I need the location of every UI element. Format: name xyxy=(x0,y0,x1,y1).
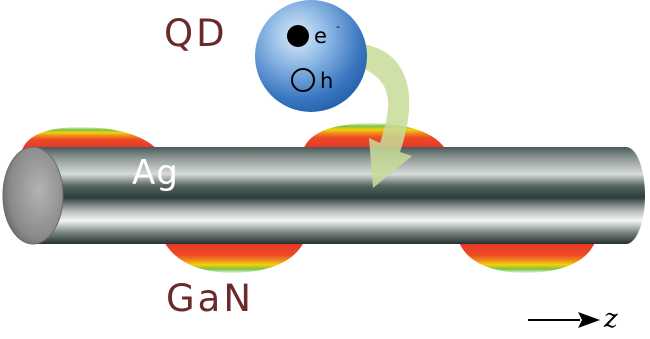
nanowire-end-cap xyxy=(2,146,64,245)
gan-segment-top-left xyxy=(22,127,158,150)
gan-segment-bottom-left xyxy=(163,240,305,273)
hole-icon xyxy=(291,68,315,92)
energy-transfer-arrow xyxy=(362,44,412,188)
label-nanowire: Ag xyxy=(132,153,179,193)
electron-label: e xyxy=(314,24,327,48)
silver-nanowire xyxy=(2,146,645,245)
gan-segment-bottom-right xyxy=(458,240,596,273)
axis-arrow-icon xyxy=(578,312,600,328)
gan-segment-top-right xyxy=(303,123,446,150)
hole-label: h xyxy=(320,69,333,93)
quantum-dot: e - h xyxy=(255,0,367,112)
label-substrate: GaN xyxy=(166,277,254,320)
axis-label: z xyxy=(603,304,618,334)
axis-indicator: z xyxy=(528,304,618,334)
label-quantum-dot: QD xyxy=(164,12,228,55)
nanowire-body xyxy=(33,147,645,244)
quantum-dot-sphere xyxy=(255,0,367,112)
electron-icon xyxy=(287,25,309,47)
electron-charge: - xyxy=(336,20,340,33)
